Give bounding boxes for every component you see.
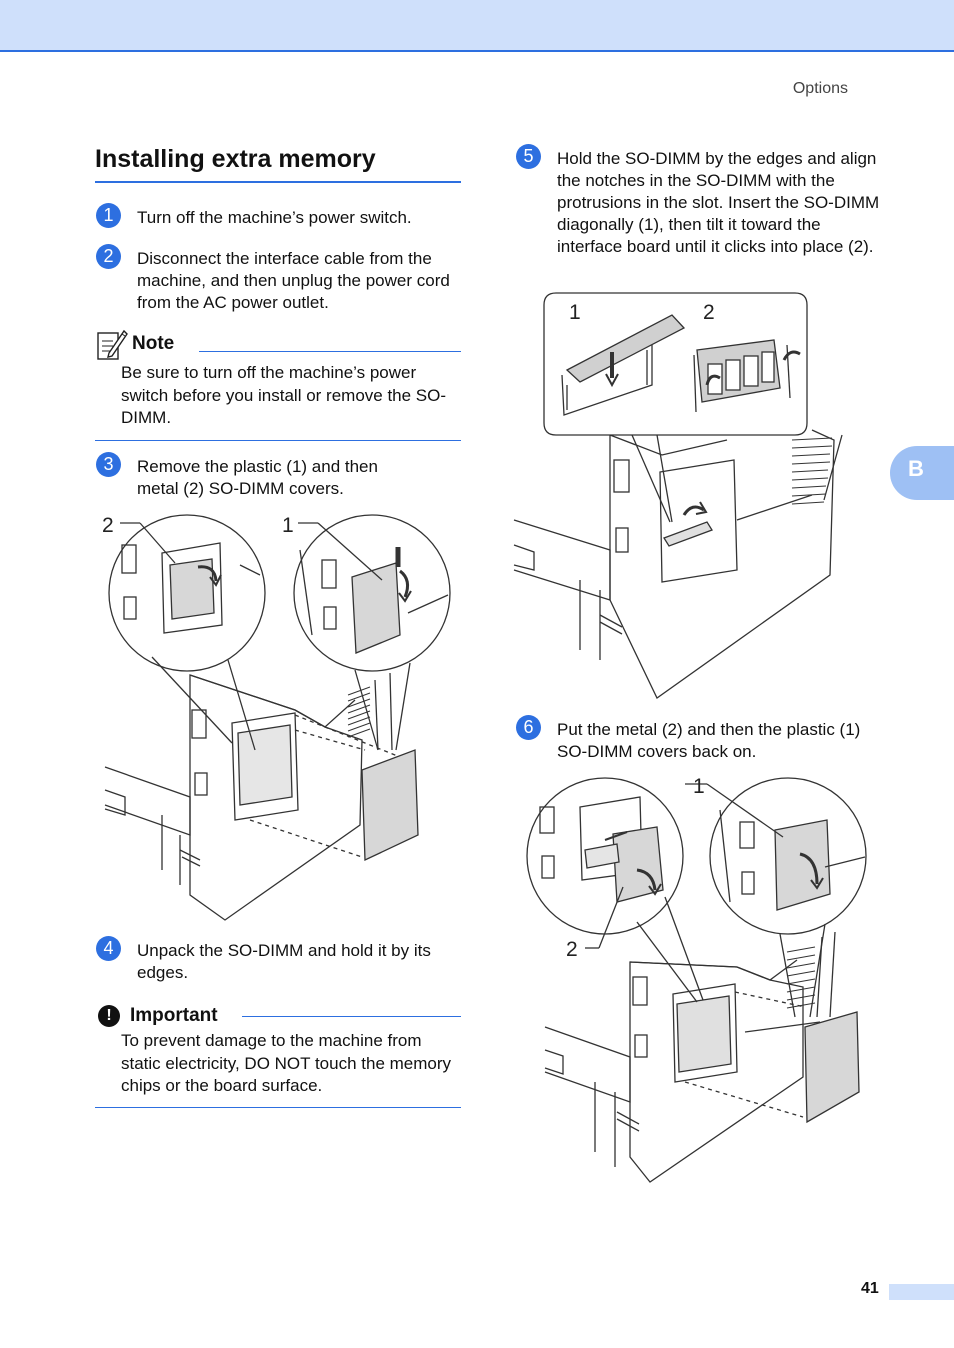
- figure-replace-covers: 1 2: [526, 775, 867, 1183]
- callout-1: 1: [282, 514, 294, 537]
- step-number-badge: 1: [96, 203, 121, 228]
- important-label: Important: [130, 1005, 218, 1026]
- step-6: 6 Put the metal (2) and then the plastic…: [516, 715, 881, 763]
- note-text: Be sure to turn off the machine’s power …: [121, 363, 447, 427]
- warning-icon: !: [98, 1005, 120, 1027]
- step-4: 4 Unpack the SO-DIMM and hold it by its …: [96, 936, 461, 984]
- important-title: ! Important: [98, 1005, 218, 1027]
- step-number-badge: 4: [96, 936, 121, 961]
- important-rule: [242, 1016, 461, 1017]
- chapter-tab[interactable]: B: [890, 446, 954, 500]
- note-rule: [199, 351, 461, 352]
- callout-2: 2: [102, 514, 114, 537]
- figure-insert-sodimm: 1 2: [513, 292, 843, 699]
- page-title: Installing extra memory: [95, 145, 376, 173]
- step-number-badge: 3: [96, 452, 121, 477]
- step-text: Unpack the SO-DIMM and hold it by its ed…: [137, 941, 431, 982]
- note-pencil-icon: [97, 329, 128, 360]
- step-number-badge: 2: [96, 244, 121, 269]
- callout-1: 1: [693, 775, 705, 798]
- step-number-badge: 5: [516, 144, 541, 169]
- step-text: Turn off the machine’s power switch.: [137, 208, 412, 227]
- step-5: 5 Hold the SO-DIMM by the edges and alig…: [516, 144, 881, 258]
- important-text: To prevent damage to the machine from st…: [121, 1031, 452, 1095]
- figure-remove-covers: 2 1: [102, 514, 451, 921]
- note-title: Note: [96, 327, 174, 361]
- step-number-badge: 6: [516, 715, 541, 740]
- chapter-tab-label: B: [908, 456, 924, 481]
- header-band: [0, 0, 954, 52]
- step-text: Put the metal (2) and then the plastic (…: [557, 720, 861, 761]
- page-number: 41: [861, 1280, 879, 1297]
- important-bottom-rule: [95, 1107, 461, 1108]
- step-text: Disconnect the interface cable from the …: [137, 249, 450, 312]
- note-bottom-rule: [95, 440, 461, 441]
- note-label: Note: [132, 333, 175, 354]
- callout-2: 2: [566, 938, 578, 961]
- page-number-tab: [889, 1284, 954, 1300]
- step-1: 1 Turn off the machine’s power switch.: [96, 203, 461, 229]
- step-2: 2 Disconnect the interface cable from th…: [96, 244, 461, 314]
- callout-1: 1: [569, 301, 581, 324]
- step-text: Remove the plastic (1) and then metal (2…: [137, 457, 378, 498]
- step-text: Hold the SO-DIMM by the edges and align …: [557, 149, 880, 256]
- section-label: Options: [792, 80, 848, 97]
- step-3: 3 Remove the plastic (1) and then metal …: [96, 452, 461, 500]
- title-rule: [95, 181, 461, 183]
- callout-2: 2: [703, 301, 715, 324]
